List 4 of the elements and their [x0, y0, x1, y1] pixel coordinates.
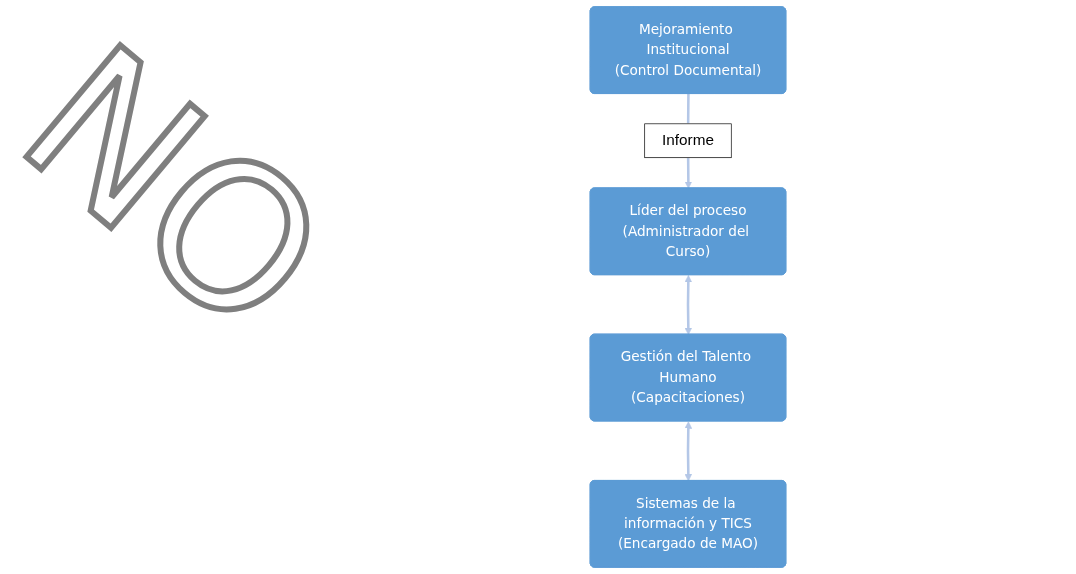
arrow: [684, 421, 693, 482]
stamp-text: NO: [0, 14, 356, 366]
edge-label: Informe: [662, 131, 714, 149]
arrow: [684, 275, 693, 335]
